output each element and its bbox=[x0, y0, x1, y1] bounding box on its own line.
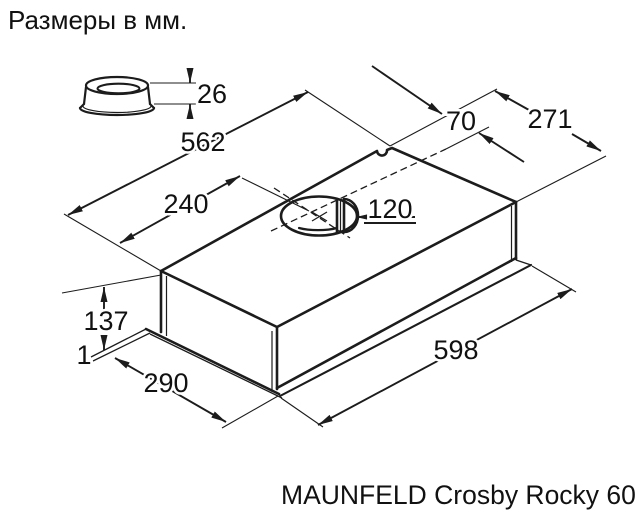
flange-side-right bbox=[146, 85, 152, 106]
dim-137-extension-line bbox=[61, 274, 162, 294]
flange-lip-flare bbox=[78, 102, 156, 110]
dim-598-line bbox=[317, 288, 573, 426]
dim-240-extension-line bbox=[241, 177, 310, 212]
model-caption: MAUNFELD Crosby Rocky 60 bbox=[281, 480, 636, 510]
dim-562-line bbox=[67, 91, 309, 216]
dim-290-extension-line bbox=[221, 395, 279, 429]
visor-thickness-leader bbox=[90, 328, 151, 362]
dim-598: 598 bbox=[280, 265, 577, 428]
dim-598-extension-lines bbox=[280, 265, 577, 428]
visor-plate-right-step bbox=[515, 259, 532, 266]
dim-562: 562 bbox=[63, 89, 391, 272]
hole-inner-bottom-arc bbox=[297, 226, 339, 232]
page-title: Размеры в мм. bbox=[8, 5, 187, 35]
flange-side-left bbox=[82, 85, 88, 106]
center-cross-mark bbox=[311, 211, 328, 222]
dim-271: 271 bbox=[494, 90, 607, 203]
dim-271-line-right bbox=[571, 133, 602, 152]
dim-120: 120 bbox=[356, 192, 416, 227]
dim-271-extension-line bbox=[515, 155, 607, 203]
dim-label-hole-from-left: 240 bbox=[163, 189, 208, 219]
flange-inner-rim bbox=[96, 82, 141, 95]
bottom-front-edge bbox=[275, 256, 518, 390]
flange-lip-inner bbox=[82, 105, 152, 114]
dim-70-arrow-right bbox=[478, 132, 525, 163]
dim-label-body-height: 137 bbox=[83, 306, 128, 336]
top-back-edges-with-notch bbox=[159, 146, 518, 273]
axis-extension-line bbox=[445, 126, 490, 150]
dim-label-top-depth: 271 bbox=[527, 104, 572, 134]
dim-label-bottom-depth: 290 bbox=[143, 368, 188, 398]
flange-lip-outer bbox=[78, 106, 156, 117]
dim-137: 137 bbox=[61, 274, 162, 350]
dim-label-flange-height: 26 bbox=[197, 79, 227, 109]
duct-collar-lines bbox=[335, 197, 346, 234]
dim-label-top-width: 562 bbox=[180, 127, 225, 157]
dim-70-extension-line bbox=[389, 88, 498, 147]
top-front-edges bbox=[159, 200, 518, 329]
dim-26-extension-lines bbox=[150, 82, 196, 105]
dim-label-duct-diameter: 120 bbox=[367, 194, 412, 224]
dim-70-arrow-left bbox=[371, 65, 443, 115]
flange-drawing: 26 bbox=[78, 68, 230, 119]
dim-label-hole-from-back: 70 bbox=[446, 106, 476, 136]
dim-70: 70 bbox=[371, 65, 525, 163]
dim-290-line bbox=[114, 357, 227, 423]
dim-562-extension-lines bbox=[63, 89, 391, 272]
dim-290: 290 bbox=[114, 357, 279, 429]
dim-271-line-left bbox=[494, 90, 530, 111]
dim-240-line bbox=[119, 175, 241, 244]
dim-240: 240 bbox=[119, 175, 310, 244]
dim-label-visor-thickness: 1 bbox=[76, 340, 91, 370]
dim-label-bottom-width: 598 bbox=[433, 335, 478, 365]
flange-top-rim bbox=[84, 75, 150, 96]
